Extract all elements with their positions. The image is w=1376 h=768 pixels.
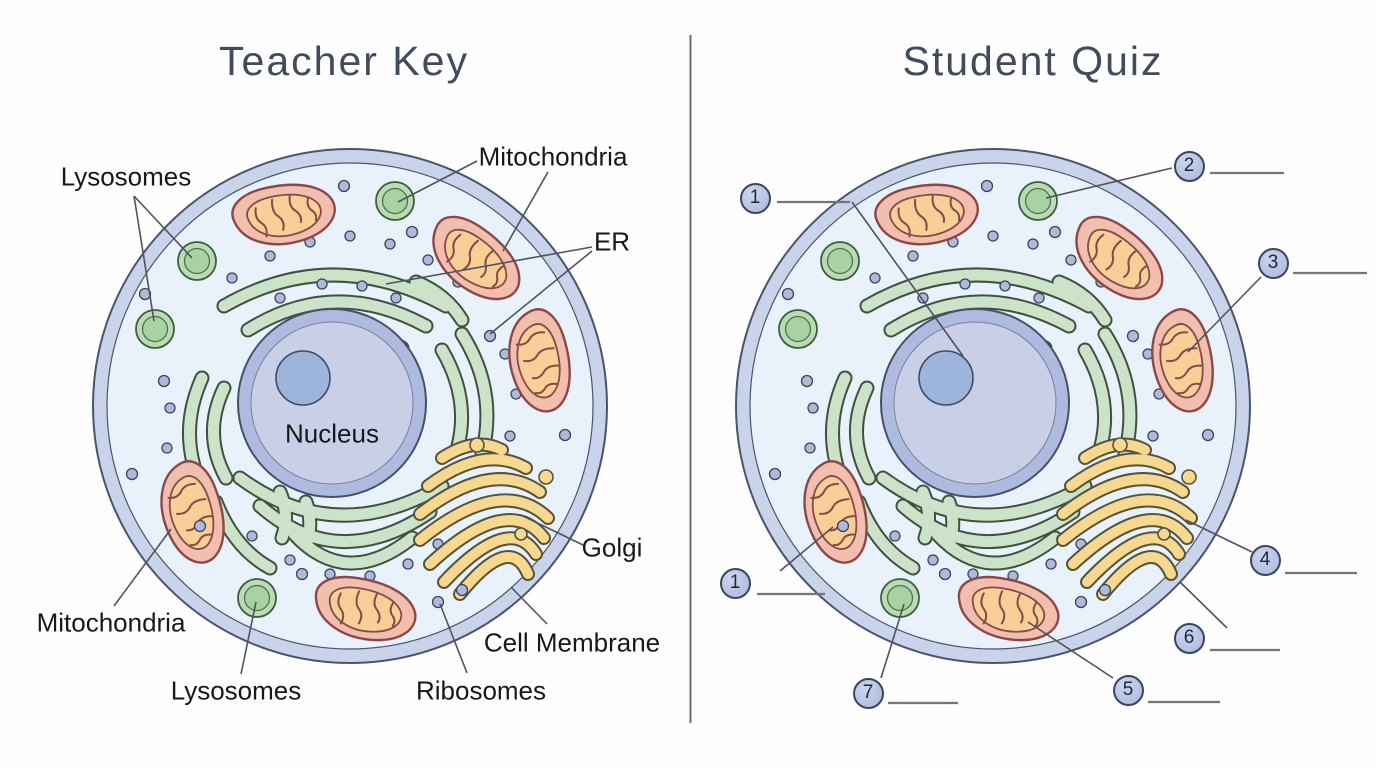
label-ribosomes: Ribosomes <box>415 675 547 706</box>
leader-cell-membrane <box>510 586 548 625</box>
quiz-marker-6: 6 <box>1173 622 1205 654</box>
leader-lysosomes-bottom <box>240 601 257 675</box>
leader-er <box>385 246 593 335</box>
student-panel-title: Student Quiz <box>902 38 1164 84</box>
leader-golgi <box>522 515 584 546</box>
label-mitochondria-bottom: Mitochondria <box>36 607 186 638</box>
student-leader-lines <box>779 167 1262 679</box>
quiz-marker-1-top: 1 <box>739 182 771 214</box>
quiz-marker-4-number: 4 <box>1259 549 1271 570</box>
quiz-marker-1-bottom: 1 <box>719 567 751 599</box>
quiz-marker-6-number: 6 <box>1183 627 1195 648</box>
leader-lysosomes-top <box>133 195 193 322</box>
teacher-cell <box>93 149 607 663</box>
label-er: ER <box>593 226 631 257</box>
answer-blanks <box>757 171 1367 705</box>
quiz-marker-4: 4 <box>1249 544 1281 576</box>
label-lysosomes-top: Lysosomes <box>60 161 192 192</box>
leader-ribosomes <box>439 603 468 674</box>
quiz-marker-2: 2 <box>1173 150 1205 182</box>
teacher-leader-lines <box>113 160 593 675</box>
label-nucleus: Nucleus <box>285 418 379 449</box>
label-cell-membrane: Cell Membrane <box>483 627 661 658</box>
leader-mitochondria-top <box>397 160 549 252</box>
leader-marker-1-top <box>851 201 964 357</box>
label-mitochondria-top: Mitochondria <box>478 141 628 172</box>
quiz-marker-3: 3 <box>1257 247 1289 279</box>
quiz-marker-7: 7 <box>852 677 884 709</box>
teacher-panel-title: Teacher Key <box>219 38 469 84</box>
quiz-marker-2-number: 2 <box>1183 155 1195 176</box>
leader-mitochondria-bottom <box>113 528 172 607</box>
leader-marker-3 <box>1187 276 1262 353</box>
student-cell <box>736 149 1250 663</box>
quiz-marker-1-bottom-number: 1 <box>729 572 741 593</box>
leader-marker-7 <box>880 603 905 679</box>
leader-marker-1-bottom <box>779 526 834 572</box>
quiz-marker-5: 5 <box>1112 674 1144 706</box>
leader-marker-5 <box>1027 621 1114 679</box>
quiz-marker-5-number: 5 <box>1122 679 1134 700</box>
quiz-marker-1-top-number: 1 <box>749 187 761 208</box>
quiz-marker-3-number: 3 <box>1267 252 1279 273</box>
leader-marker-4 <box>1185 519 1253 553</box>
label-golgi: Golgi <box>581 532 643 563</box>
label-lysosomes-bottom: Lysosomes <box>170 675 302 706</box>
leader-marker-6 <box>1179 581 1228 629</box>
leader-marker-2 <box>1045 167 1173 199</box>
quiz-marker-7-number: 7 <box>862 682 874 703</box>
